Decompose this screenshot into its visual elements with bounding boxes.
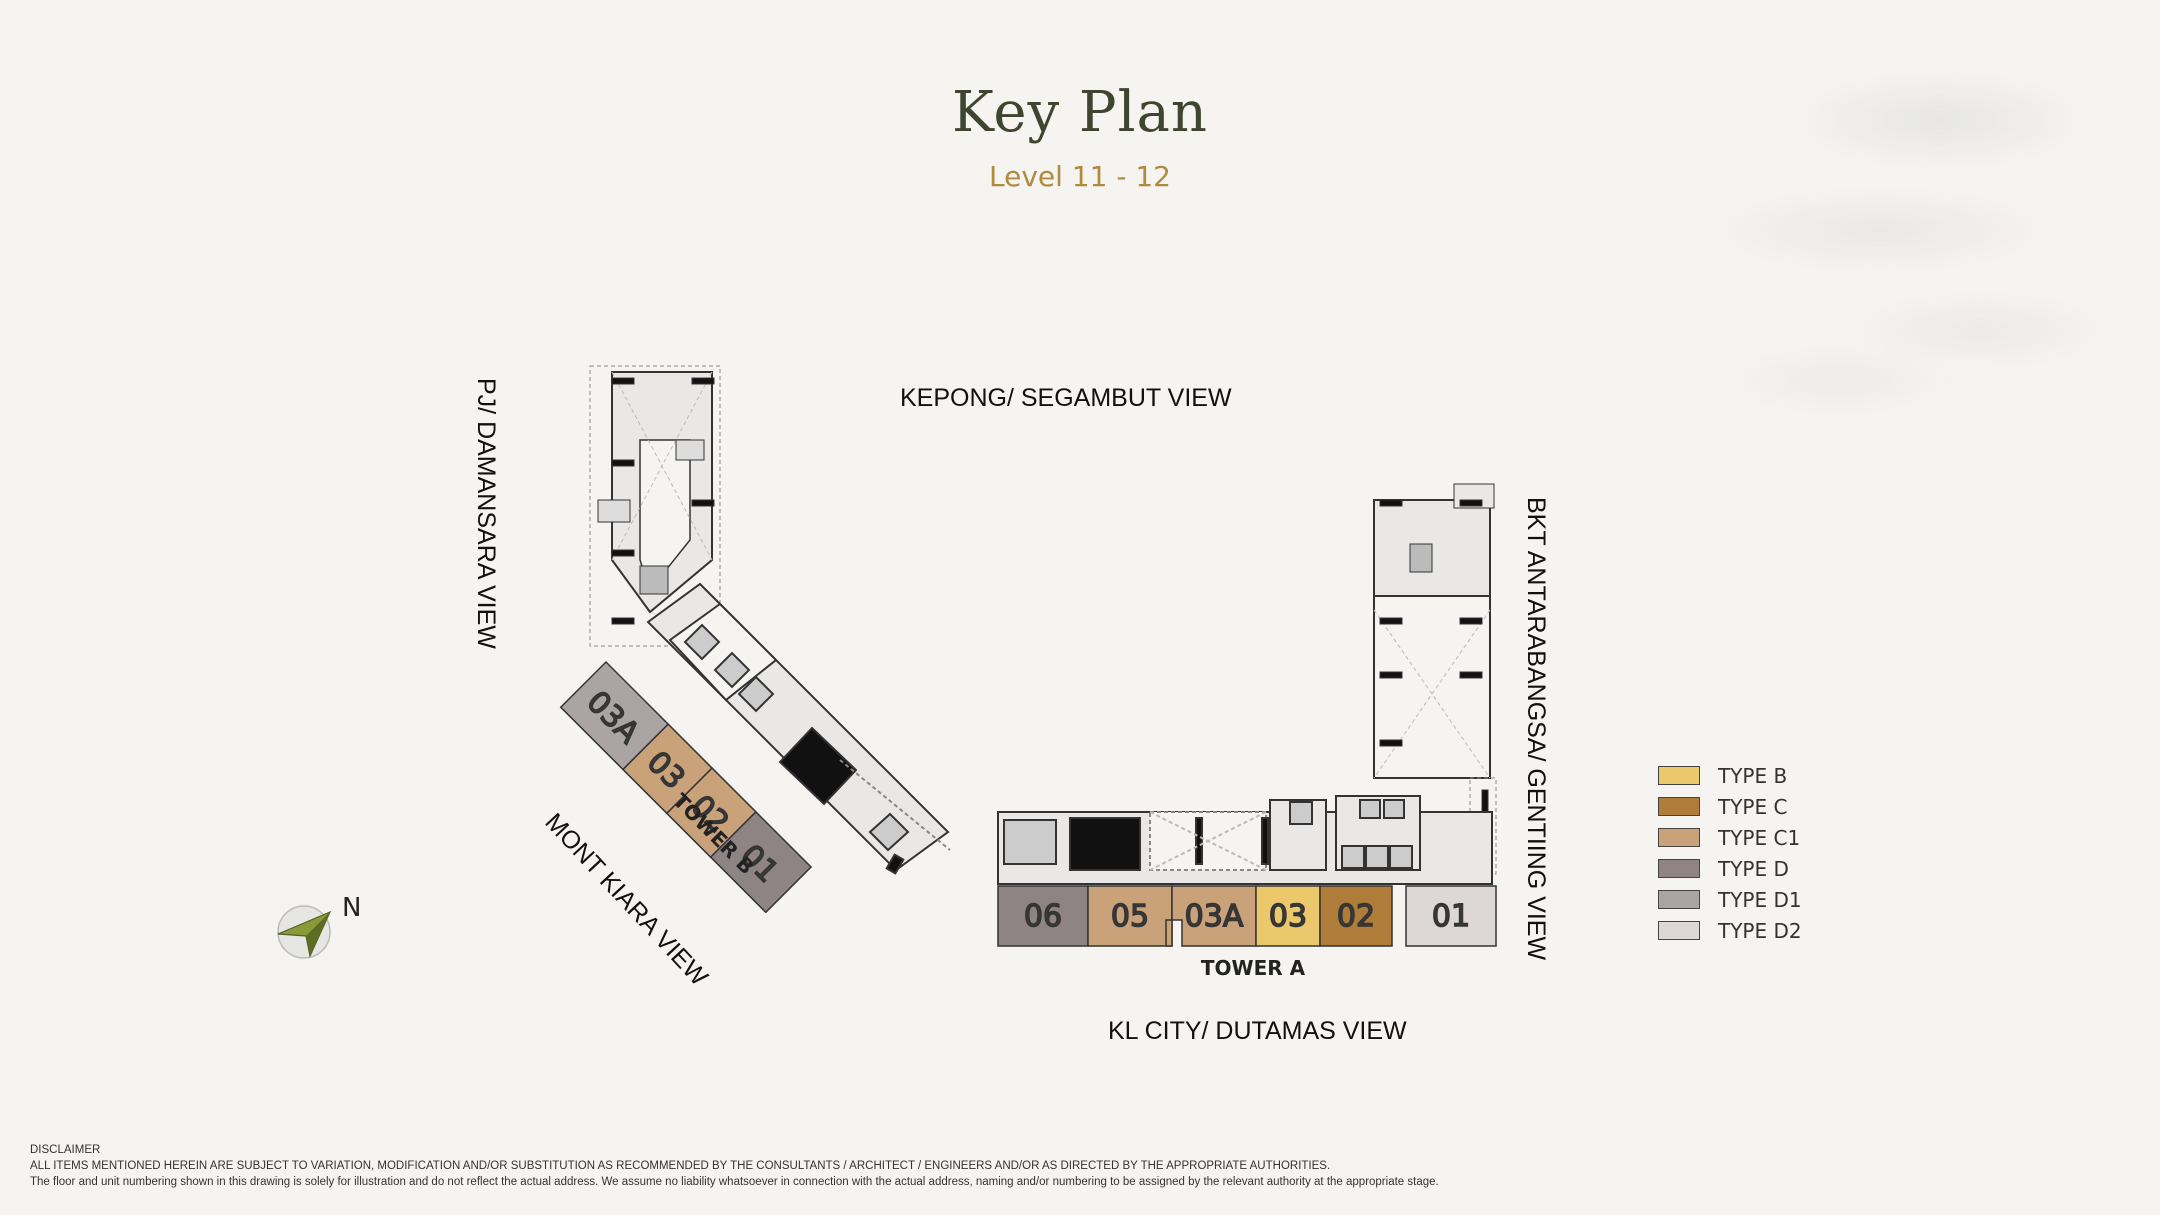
tower-a-corridor — [997, 795, 1493, 885]
legend-item: TYPE B — [1658, 760, 1802, 791]
tower-a-unit-01-label: 01 — [1432, 899, 1470, 934]
legend-label: TYPE B — [1718, 763, 1788, 788]
page-title: Key Plan — [952, 80, 1208, 145]
tower-b-core — [589, 365, 721, 647]
legend-item: TYPE C1 — [1658, 822, 1802, 853]
legend-item: TYPE D1 — [1658, 884, 1802, 915]
compass-icon: N — [277, 893, 361, 959]
legend-label: TYPE D1 — [1718, 887, 1802, 912]
tower-a-unit-01 — [1405, 885, 1497, 947]
legend-swatch-type-d1 — [1658, 890, 1700, 909]
tower-a-units: 06 05 03A 03 02 01 — [997, 885, 1497, 947]
tower-a-core — [1373, 483, 1497, 875]
tower-a-label: TOWER A — [1201, 956, 1306, 980]
compass-north-label: N — [342, 894, 361, 923]
legend-label: TYPE D2 — [1718, 918, 1802, 943]
tower-a-unit-02 — [1319, 885, 1393, 947]
legend-swatch-type-d2 — [1658, 921, 1700, 940]
tower-a-unit-03-label: 03 — [1269, 899, 1307, 934]
tower-a-unit-03 — [1255, 885, 1321, 947]
view-label-bottom: KL CITY/ DUTAMAS VIEW — [1108, 1017, 1407, 1045]
legend-swatch-type-b — [1658, 766, 1700, 785]
legend-item: TYPE D — [1658, 853, 1802, 884]
tower-a-unit-06-label: 06 — [1024, 899, 1062, 934]
legend-swatch-type-c1 — [1658, 828, 1700, 847]
tower-a-unit-05 — [1087, 885, 1173, 947]
tower-b-unit-01 — [709, 810, 813, 914]
tower-a-unit-02-label: 02 — [1337, 899, 1375, 934]
legend-label: TYPE C — [1718, 794, 1788, 819]
tower-a-unit-05-label: 05 — [1111, 899, 1149, 934]
legend-label: TYPE C1 — [1718, 825, 1801, 850]
leaf-shadow-decoration — [1460, 0, 2160, 520]
page-subtitle: Level 11 - 12 — [989, 160, 1171, 193]
legend-swatch-type-c — [1658, 797, 1700, 816]
tower-a-unit-06 — [997, 885, 1089, 947]
north-compass: N — [272, 893, 372, 969]
tower-a-unit-03a-label: 03A — [1185, 899, 1244, 934]
legend-label: TYPE D — [1718, 856, 1789, 881]
legend-item: TYPE C — [1658, 791, 1802, 822]
unit-type-legend: TYPE B TYPE C TYPE C1 TYPE D TYPE D1 TYP… — [1658, 760, 1802, 946]
tower-b-corridor — [646, 582, 951, 875]
view-label-top: KEPONG/ SEGAMBUT VIEW — [900, 384, 1232, 412]
legend-swatch-type-d — [1658, 859, 1700, 878]
disclaimer: DISCLAIMER ALL ITEMS MENTIONED HEREIN AR… — [30, 1142, 1439, 1190]
legend-item: TYPE D2 — [1658, 915, 1802, 946]
disclaimer-line-2: The floor and unit numbering shown in th… — [30, 1176, 1439, 1188]
disclaimer-heading: DISCLAIMER — [30, 1144, 101, 1156]
disclaimer-line-1: ALL ITEMS MENTIONED HEREIN ARE SUBJECT T… — [30, 1160, 1331, 1172]
